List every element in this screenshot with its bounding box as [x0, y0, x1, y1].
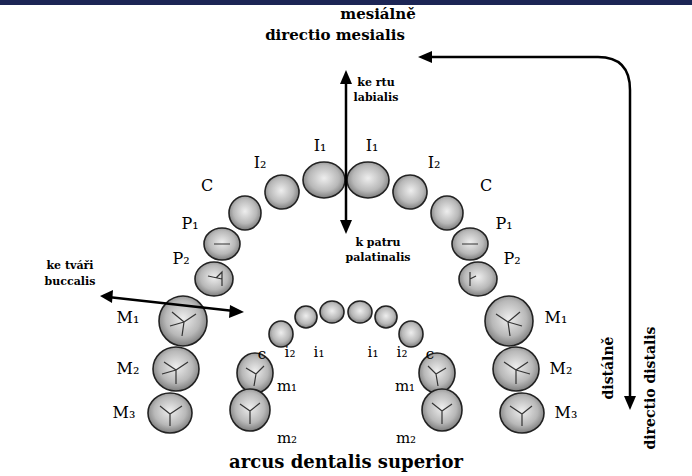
- direction-label: buccalis: [45, 276, 96, 288]
- tooth-label: M₂: [550, 360, 573, 378]
- direction-label: k patru: [355, 237, 400, 249]
- tooth-label: i₂: [285, 344, 296, 361]
- tooth-label: M₃: [555, 404, 578, 422]
- caption: arcus dentalis superior: [229, 452, 463, 472]
- tooth-label: I₁: [366, 137, 379, 155]
- tooth-label: M₃: [113, 404, 136, 422]
- tooth-label: P₂: [172, 250, 189, 268]
- tooth-label: i₂: [397, 344, 408, 361]
- direction-label: directio distalis: [643, 327, 658, 450]
- tooth-label: I₂: [428, 154, 441, 172]
- direction-label: directio mesialis: [265, 27, 405, 44]
- direction-label: ke rtu: [357, 77, 394, 89]
- tooth-label: P₁: [181, 215, 198, 233]
- tooth-label: c: [426, 346, 434, 363]
- deciduous-teeth: [230, 301, 462, 431]
- arrow-heads: [100, 51, 636, 410]
- direction-label: distálně: [601, 337, 616, 400]
- tooth-label: I₁: [314, 137, 327, 155]
- direction-arrows: [108, 57, 630, 398]
- direction-label: mesiálně: [340, 6, 415, 23]
- tooth-label: M₂: [117, 360, 140, 378]
- tooth-label: m₂: [277, 430, 297, 447]
- tooth-label: i₁: [314, 344, 325, 361]
- tooth-label: i₁: [368, 344, 379, 361]
- header-bar: [0, 0, 692, 5]
- tooth-label: C: [201, 177, 213, 195]
- direction-label: ke tváři: [46, 260, 93, 272]
- tooth-label: C: [480, 177, 492, 195]
- tooth-label: m₁: [277, 378, 297, 395]
- direction-label: palatinalis: [345, 252, 410, 264]
- direction-label: labialis: [354, 92, 399, 104]
- tooth-label: M₁: [117, 309, 140, 327]
- tooth-label: P₁: [495, 215, 512, 233]
- tooth-label: c: [258, 346, 266, 363]
- tooth-label: m₂: [396, 430, 416, 447]
- tooth-label: I₂: [254, 154, 267, 172]
- tooth-label: m₁: [395, 378, 415, 395]
- tooth-label: P₂: [503, 250, 520, 268]
- tooth-label: M₁: [545, 309, 568, 327]
- tooth-fissures: [160, 244, 532, 426]
